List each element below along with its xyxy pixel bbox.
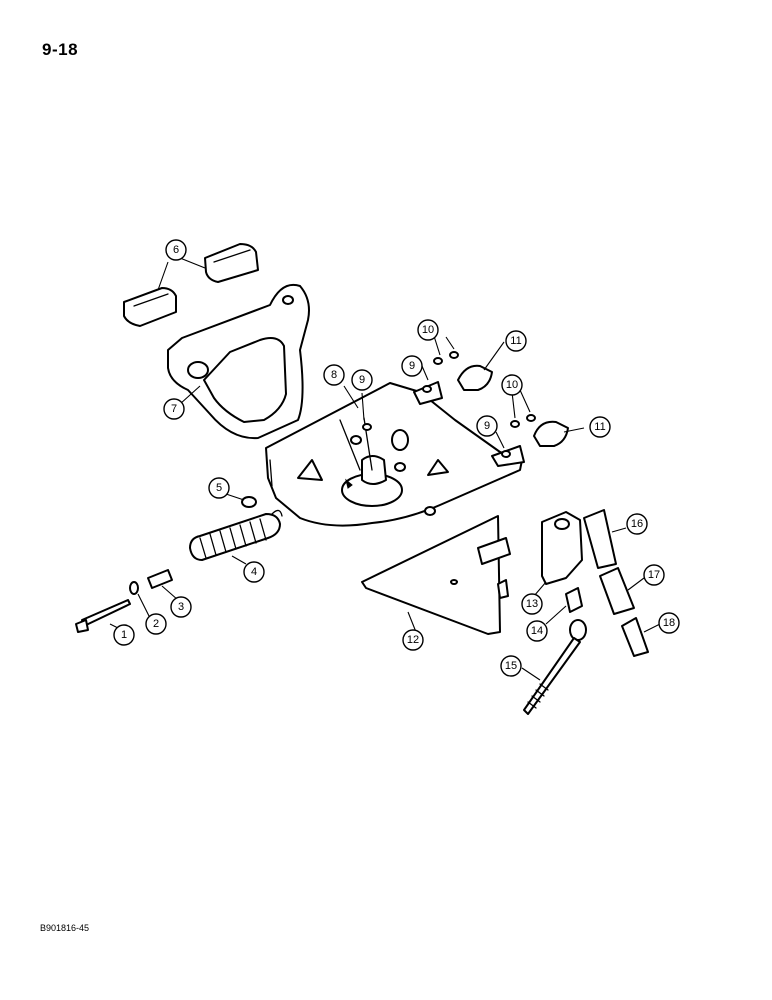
part-7-bracket xyxy=(167,283,310,440)
part-17-shim xyxy=(599,567,635,615)
figure-code: B901816-45 xyxy=(40,923,90,933)
callout-label: 17 xyxy=(648,569,660,581)
part-6-clamp-halves xyxy=(123,243,259,327)
callout-label: 14 xyxy=(531,625,543,637)
part-3-nut xyxy=(147,569,173,589)
callout-label: 13 xyxy=(526,598,538,610)
part-14-bushing xyxy=(565,587,583,613)
part-18-shim xyxy=(621,617,649,657)
callout-16: 16 xyxy=(626,513,648,535)
callout-label: 9 xyxy=(484,420,490,432)
part-10-washers xyxy=(433,351,536,428)
callout-label: 10 xyxy=(506,379,518,391)
callout-9: 9 xyxy=(401,355,423,377)
callout-label: 11 xyxy=(510,335,521,347)
callout-label: 7 xyxy=(171,403,177,415)
callout-label: 5 xyxy=(216,482,222,494)
callout-8: 8 xyxy=(323,364,345,386)
callout-9: 9 xyxy=(476,415,498,437)
part-13-block xyxy=(541,511,583,585)
callout-17: 17 xyxy=(643,564,665,586)
callout-4: 4 xyxy=(243,561,265,583)
callout-10: 10 xyxy=(417,319,439,341)
part-11-knobs xyxy=(457,364,569,447)
callout-label: 4 xyxy=(251,566,257,578)
part-15-eye-bolt xyxy=(523,619,587,715)
callout-13: 13 xyxy=(521,593,543,615)
callout-6: 6 xyxy=(165,239,187,261)
callout-5: 5 xyxy=(208,477,230,499)
callout-7: 7 xyxy=(163,398,185,420)
callout-label: 2 xyxy=(153,618,159,630)
part-12-plate xyxy=(361,515,511,635)
part-9-brackets xyxy=(362,381,525,467)
callout-label: 11 xyxy=(594,421,605,433)
callout-label: 9 xyxy=(359,374,365,386)
callout-label: 12 xyxy=(407,634,419,646)
callout-15: 15 xyxy=(500,655,522,677)
callout-label: 10 xyxy=(422,324,434,336)
callout-14: 14 xyxy=(526,620,548,642)
callout-label: 8 xyxy=(331,369,337,381)
page-number: 9-18 xyxy=(42,40,79,59)
callout-11: 11 xyxy=(505,330,527,352)
callout-label: 6 xyxy=(173,244,179,256)
callout-1: 1 xyxy=(113,624,135,646)
callout-9: 9 xyxy=(351,369,373,391)
part-4-spring xyxy=(189,509,283,561)
callout-3: 3 xyxy=(170,596,192,618)
callout-18: 18 xyxy=(658,612,680,634)
part-2-washer xyxy=(129,581,139,595)
part-8-main-plate xyxy=(265,382,523,527)
callout-10: 10 xyxy=(501,374,523,396)
callout-label: 16 xyxy=(631,518,643,530)
callout-11: 11 xyxy=(589,416,611,438)
callout-label: 9 xyxy=(409,360,415,372)
part-16-shim xyxy=(583,509,617,569)
callout-label: 18 xyxy=(663,617,675,629)
callout-12: 12 xyxy=(402,629,424,651)
callout-label: 15 xyxy=(505,660,517,672)
part-1-bolt xyxy=(75,599,131,633)
callout-label: 3 xyxy=(178,601,184,613)
leader-lines xyxy=(109,257,661,681)
callout-label: 1 xyxy=(121,629,127,641)
callout-2: 2 xyxy=(145,613,167,635)
part-5-washer xyxy=(241,496,257,508)
